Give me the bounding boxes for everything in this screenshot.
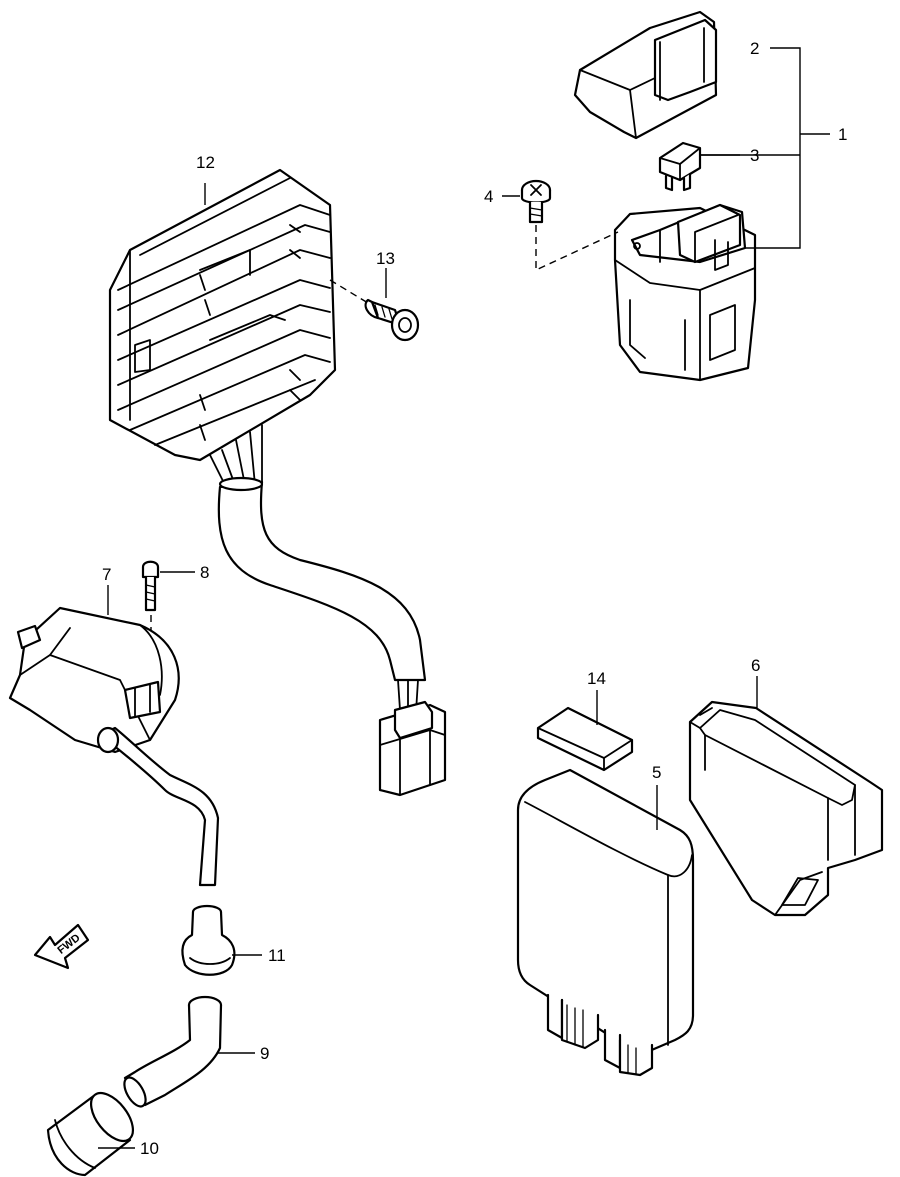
callout-13: 13	[376, 249, 395, 268]
part-13-leader-dashed	[329, 279, 369, 304]
part-14-pad	[536, 706, 634, 772]
part-13-bolt	[364, 298, 420, 342]
callout-9: 9	[260, 1044, 269, 1063]
part-11-spark-plug-cap	[181, 904, 236, 976]
callout-12: 12	[196, 153, 215, 172]
callout-6: 6	[751, 656, 760, 675]
callout-8: 8	[200, 563, 209, 582]
part-12-wire-harness	[217, 476, 447, 797]
callout-3: 3	[750, 146, 759, 165]
part-5-igniter-unit	[516, 768, 695, 1077]
callout-labels: 1 2 3 4 5 6 7 8 9 10 11 12 13 14	[102, 39, 847, 1158]
callout-14: 14	[587, 669, 606, 688]
leader-lines	[98, 154, 758, 1149]
part-4-screw	[520, 179, 552, 224]
part-3-fuse	[658, 141, 702, 192]
part-7-ignition-coil	[8, 606, 220, 887]
part-1-starter-relay	[613, 203, 757, 382]
fwd-arrow-icon: FWD	[33, 923, 90, 970]
part-6-case	[688, 700, 884, 917]
callout-5: 5	[652, 763, 661, 782]
part-2-relay-cover	[573, 10, 718, 140]
callout-7: 7	[102, 565, 111, 584]
callout-4: 4	[484, 187, 493, 206]
part-9-elbow-cap	[123, 995, 223, 1108]
callout-10: 10	[140, 1139, 159, 1158]
callout-2: 2	[750, 39, 759, 58]
callout-11: 11	[268, 946, 286, 965]
part-10-sleeve	[46, 1091, 135, 1177]
part-12-regulator-rectifier	[108, 168, 337, 486]
callout-1: 1	[838, 125, 847, 144]
part-8-screw	[141, 560, 160, 612]
